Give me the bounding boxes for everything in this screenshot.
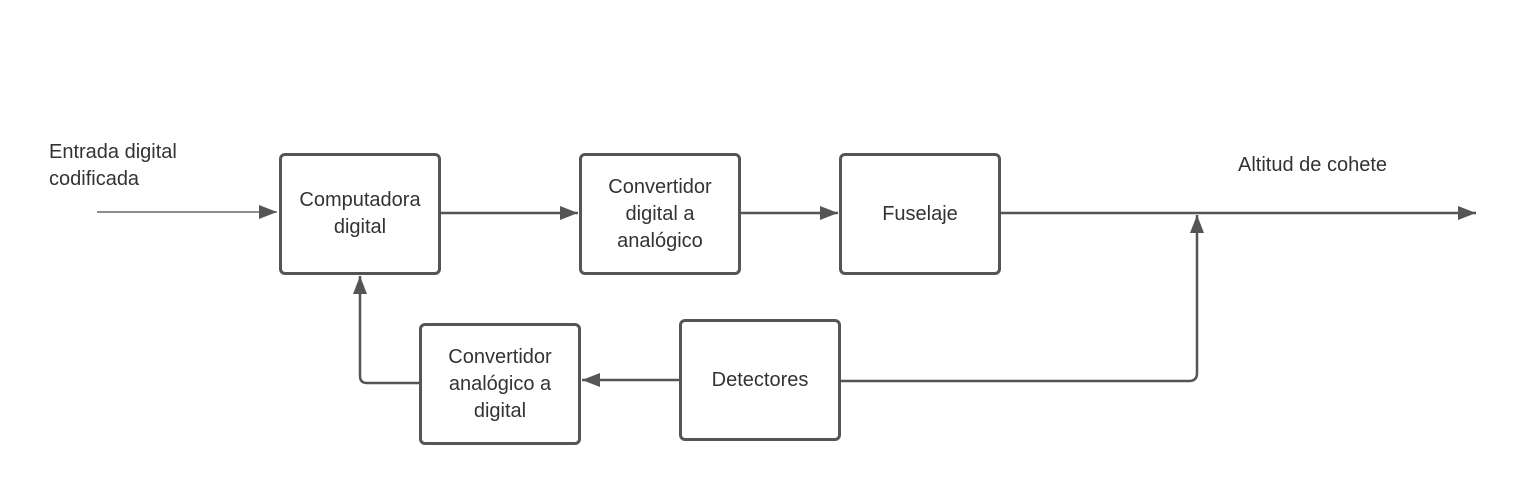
computer-block: Computadora digital	[279, 153, 441, 275]
adc-block: Convertidor analógico a digital	[419, 323, 581, 445]
fuselage-block-label: Fuselaje	[882, 202, 958, 225]
adc-block-label: Convertidor analógico a digital	[448, 345, 552, 422]
detectors-block-label: Detectores	[711, 368, 809, 391]
dac-block: Convertidor digital a analógico	[579, 153, 741, 275]
computer-block-label: Computadora digital	[299, 189, 421, 238]
detectors-to-output-line	[840, 215, 1204, 383]
adc-to-computer-arrow	[353, 276, 420, 385]
fuselage-block: Fuselaje	[839, 153, 1001, 275]
dac-block-label: Convertidor digital a analógico	[608, 175, 712, 252]
input-label: Entrada digital codificada	[49, 141, 177, 190]
detectors-block: Detectores	[679, 319, 841, 441]
output-label: Altitud de cohete	[1238, 154, 1387, 176]
